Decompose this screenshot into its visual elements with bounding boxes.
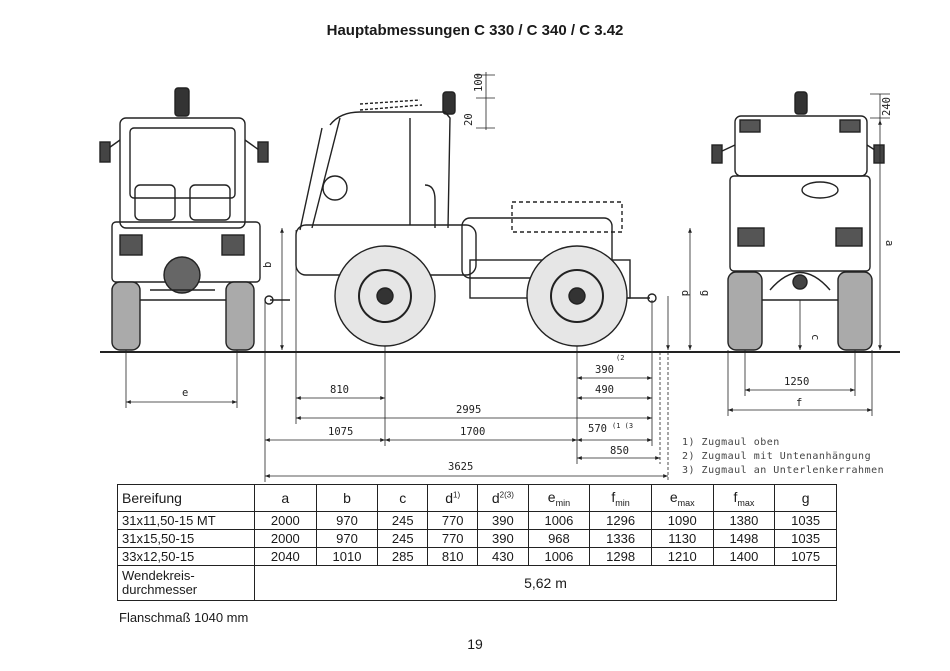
label-e: e bbox=[182, 387, 188, 399]
header-bereifung: Bereifung bbox=[117, 484, 255, 512]
label-3625: 3625 bbox=[448, 461, 473, 473]
table-row: 31x11,50-15 MT 2000 970 245 770 390 1006… bbox=[117, 511, 837, 530]
turning-circle-row: Wendekreis-durchmesser 5,62 m bbox=[117, 565, 837, 601]
table-header-row: Bereifung a b c d1) d2(3) emin fmin emax… bbox=[117, 484, 837, 512]
label-100: 100 bbox=[473, 73, 485, 92]
table-row: 33x12,50-15 2040 1010 285 810 430 1006 1… bbox=[117, 547, 837, 566]
label-d: d bbox=[679, 290, 691, 296]
label-f: f bbox=[796, 397, 802, 409]
label-c: c bbox=[809, 334, 821, 340]
front-view bbox=[99, 87, 269, 351]
label-ref-13: (1 (3 bbox=[612, 422, 633, 430]
header-emax: emax bbox=[650, 484, 714, 512]
header-fmin: fmin bbox=[589, 484, 652, 512]
label-20: 20 bbox=[463, 113, 475, 126]
header-emin: emin bbox=[527, 484, 591, 512]
footnote-3: 3) Zugmaul an Unterlenkerrahmen bbox=[682, 465, 885, 476]
footnote-1: 1) Zugmaul oben bbox=[682, 437, 780, 448]
turning-circle-value: 5,62 m bbox=[254, 565, 837, 601]
label-1250: 1250 bbox=[784, 376, 809, 388]
label-810: 810 bbox=[330, 384, 349, 396]
side-view bbox=[264, 91, 657, 347]
header-d1: d1) bbox=[427, 484, 479, 512]
label-390: 390 bbox=[595, 364, 614, 376]
table-row: 31x15,50-15 2000 970 245 770 390 968 133… bbox=[117, 529, 837, 548]
label-240: 240 bbox=[881, 97, 893, 116]
dimension-lines bbox=[125, 72, 890, 482]
header-d2: d2(3) bbox=[477, 484, 529, 512]
page-number: 19 bbox=[467, 636, 483, 652]
label-ref-2: (2 bbox=[616, 354, 624, 362]
header-fmax: fmax bbox=[712, 484, 776, 512]
label-1075: 1075 bbox=[328, 426, 353, 438]
label-1700: 1700 bbox=[460, 426, 485, 438]
header-c: c bbox=[377, 484, 429, 512]
flange-dimension: Flanschmaß 1040 mm bbox=[119, 610, 249, 625]
label-850: 850 bbox=[610, 445, 629, 457]
header-b: b bbox=[315, 484, 379, 512]
label-490: 490 bbox=[595, 384, 614, 396]
turning-circle-label: Wendekreis-durchmesser bbox=[117, 565, 255, 601]
label-b: b bbox=[262, 262, 274, 268]
dimension-labels: 100 20 240 b d g a c e f 390 (2 490 810 … bbox=[182, 73, 895, 473]
rear-view bbox=[711, 91, 885, 351]
footnotes: 1) Zugmaul oben 2) Zugmaul mit Untenanhä… bbox=[682, 436, 884, 478]
footnote-2: 2) Zugmaul mit Untenanhängung bbox=[682, 451, 872, 462]
dimensions-table: Bereifung a b c d1) d2(3) emin fmin emax… bbox=[117, 484, 837, 601]
header-a: a bbox=[254, 484, 317, 512]
label-570: 570 bbox=[588, 423, 607, 435]
technical-drawing: 100 20 240 b d g a c e f 390 (2 490 810 … bbox=[99, 72, 900, 482]
header-g: g bbox=[774, 484, 837, 512]
label-g: g bbox=[699, 290, 711, 296]
page-title: Hauptabmessungen C 330 / C 340 / C 3.42 bbox=[326, 22, 624, 39]
label-a: a bbox=[883, 240, 895, 246]
label-2995: 2995 bbox=[456, 404, 481, 416]
